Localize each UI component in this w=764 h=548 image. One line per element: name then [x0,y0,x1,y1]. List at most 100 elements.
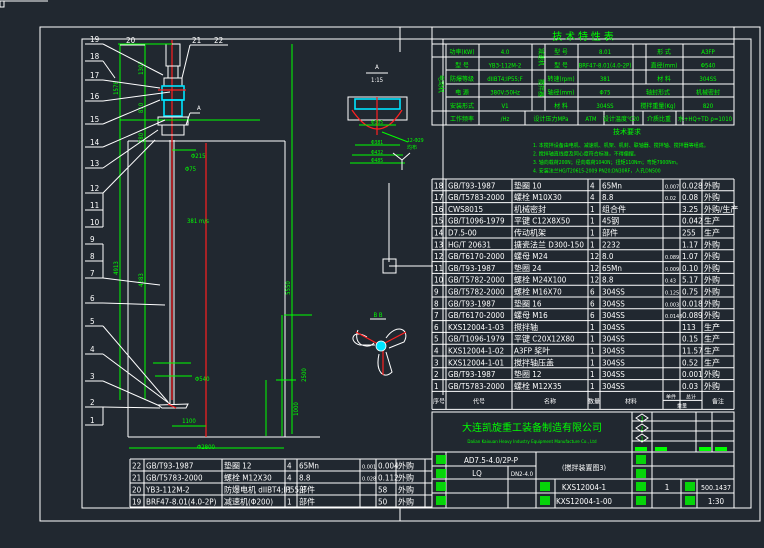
dim-1307: 1307 [138,61,145,75]
tech-cell: Φ540 [701,63,716,70]
tech-requirements: 技术要求1. 本搅拌设备由电机、减速机、机架、机封、联轴器、搅拌轴、搅拌器等组成… [533,127,709,175]
parts-cell: 6 [590,311,595,320]
parts-cell: 304SS [602,358,625,367]
parts-cell: 0.15 [682,335,698,344]
tech-cell: 型 号 [554,62,568,70]
parts-cell: 10 [434,276,444,285]
tech-req-item: 3. 轴向载荷200N；径向载荷1040N；扭矩110Nm；弯矩7900Nm。 [533,159,681,166]
dim-5550: 5550 [285,281,292,295]
parts-cell: 外购 [704,287,720,297]
balloon-label: 16 [90,92,100,101]
parts-cell: 5.17 [682,276,698,285]
parts-cell: 螺栓 M10X30 [514,192,562,202]
tech-req-item: 2. 搅拌轴直线度及同心度符合标准，不得偏摆。 [533,151,639,158]
parts-cell: D7.5-00 [448,229,477,238]
parts-cell: 生产 [704,334,720,344]
parts-cell: 0.028 [362,477,376,483]
col-header-no: 序号 [433,397,445,405]
balloon-label: 9 [90,235,95,244]
parts-cell: 16 [434,205,444,214]
parts-cell: 1 [434,382,439,391]
field-label [540,482,550,491]
leader-line [103,80,160,88]
parts-cell: 螺栓 M12X35 [514,381,562,391]
revision-mark: 3 [641,417,644,423]
field-label [636,482,646,491]
drawing-name: (搅拌装置图3) [562,463,606,472]
dim-4913: 4913 [113,261,120,275]
balloon-label: 13 [90,159,99,168]
parts-cell: 外购 [398,497,414,507]
parts-cell: 垫圈 12 [514,369,541,379]
leader-line [103,140,155,193]
parts-cell: 0.089 [682,311,703,320]
parts-cell: 0.003 [665,302,679,308]
balloon-label: 14 [90,138,100,147]
parts-cell: GB/T1096-1979 [448,335,505,344]
tech-req-item: 4. 安装法兰HG/T20615-2009 PN20;DN30RF，人孔DN50… [533,168,661,175]
tech-cell: 水+HQ+TD ρ=1010 [678,115,733,123]
parts-cell: GB/T93-1987 [448,299,495,308]
col-header-total: 总计 [686,393,696,400]
parts-cell: 部件 [299,485,315,495]
parts-cell: 5 [434,335,439,344]
sec-holes-note: 均布 [407,144,417,151]
parts-cell: 外购/生产 [704,204,738,214]
leader-line [103,130,158,168]
sec-dim-d485: Φ485 [371,158,383,164]
leader-line [103,407,160,408]
parts-cell: 0.10 [682,264,698,273]
parts-cell: 外购 [704,180,720,190]
parts-cell: 1 [590,347,595,356]
parts-cell: 组合件 [602,204,626,214]
tech-cell: 820 [703,103,714,110]
impeller-side [158,404,188,408]
parts-cell: 15 [434,217,443,226]
signature-label [635,447,647,451]
parts-cell: 18 [434,181,444,190]
sec-holes: 12-Φ29 [407,138,424,144]
parts-cell: 生产 [704,228,720,238]
parts-cell: KXS12004-1-01 [448,358,504,367]
signature-label [715,447,727,451]
parts-cell: 6 [434,323,439,332]
parts-cell: 3.25 [682,205,698,214]
tech-cell: 轴封形式 [646,89,670,97]
revision-mark: 1 [641,437,644,443]
view-b-label: B B [373,312,382,319]
parts-cell: 304SS [602,382,625,391]
dim-4383: 4383 [138,273,145,287]
parts-cell: 外购 [704,381,720,391]
tech-cell: BRF47-8.01(4.0-2P) [579,63,632,70]
tech-cell: Φ75 [599,90,610,97]
field-label [540,496,550,505]
company-name-en: Dalian Kaixuan Heavy Industry Equipment … [467,439,597,445]
col-header-qty: 数量 [588,397,600,405]
parts-cell: 防爆电机 dIIBT4;IP55;F [224,485,306,495]
parts-cell: 外购 [704,239,720,249]
balloon-label: 22 [214,36,223,45]
dim-d540: Φ540 [195,376,210,383]
group-motor-label: 电动机 [437,75,445,93]
parts-cell: 搅拌轴 [514,322,538,332]
parts-cell: GB/T6170-2000 [448,252,505,261]
col-header-remark: 备注 [712,397,724,405]
signature-label [699,447,711,451]
leader-line [103,303,165,305]
parts-cell: 搅拌轴压盖 [514,357,554,367]
parts-cell: 垫圈 24 [514,263,542,273]
parts-cell: 1 [590,358,595,367]
tech-cell: 8.01 [599,49,611,56]
section-a-letter: A [375,64,379,71]
parts-cell: 0.03 [682,382,698,391]
dim-1000: 1000 [293,402,300,416]
balloon-label: 3 [90,372,95,381]
tech-cell: 介质比重 [647,115,671,123]
parts-cell: 304SS [602,323,625,332]
tech-cell: 304SS [596,103,614,110]
parts-cell: 外购 [704,192,720,202]
parts-cell: 113 [682,323,696,332]
dim-speed-note: 381 m/s [187,218,209,225]
parts-list-bottom: 22GB/T93-1987垫圈 12465Mn0.0010.004外购21GB/… [82,459,432,508]
